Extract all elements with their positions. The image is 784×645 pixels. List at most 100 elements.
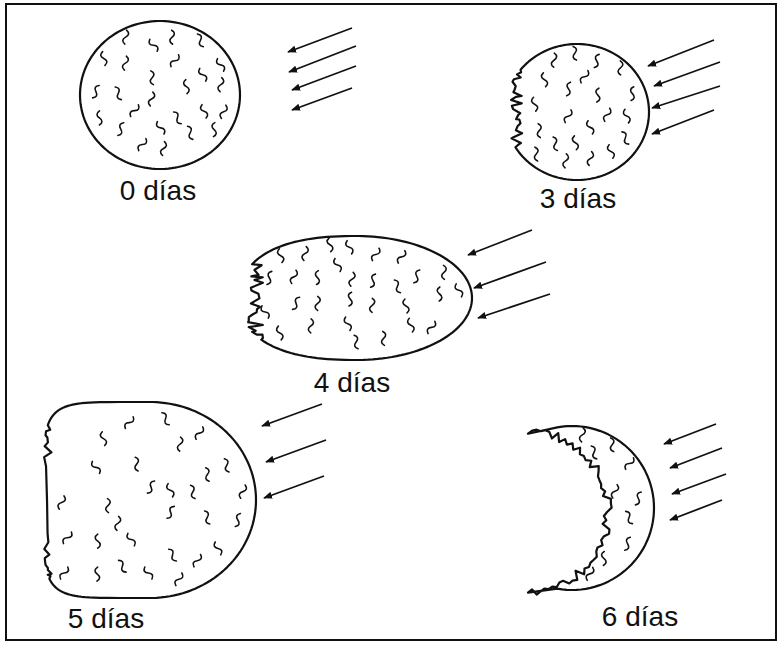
texture-squiggle <box>166 483 175 498</box>
texture-squiggle <box>437 287 443 301</box>
texture-squiggle <box>94 567 100 581</box>
texture-squiggle <box>571 46 579 61</box>
texture-squiggle <box>347 292 354 307</box>
texture-squiggle <box>610 484 619 499</box>
texture-squiggle <box>594 88 601 103</box>
texture-squiggle <box>116 559 128 573</box>
texture-squiggle <box>192 553 203 568</box>
texture-squiggle <box>160 141 167 156</box>
texture-squiggle <box>368 273 377 288</box>
light-arrow <box>664 424 716 444</box>
texture-squiggle <box>345 240 354 255</box>
texture-squiggle <box>126 532 137 547</box>
texture-squiggle <box>586 120 595 135</box>
texture-squiggle <box>233 513 243 528</box>
texture-squiggle <box>454 283 464 298</box>
texture-squiggle <box>61 531 73 545</box>
time-label: 3 días <box>540 184 616 215</box>
texture-squiggle <box>188 485 197 500</box>
texture-squiggle <box>587 151 594 166</box>
texture-squiggle <box>218 77 225 91</box>
texture-squiggle <box>172 111 184 125</box>
texture-squiggle <box>551 53 557 67</box>
texture-squiggle <box>601 551 607 565</box>
texture-squiggle <box>289 269 298 284</box>
texture-squiggle <box>585 566 595 581</box>
texture-squiggle <box>629 86 637 101</box>
texture-squiggle <box>620 131 631 146</box>
texture-squiggle <box>198 67 208 82</box>
texture-squiggle <box>185 125 195 140</box>
texture-squiggle <box>183 79 189 93</box>
texture-squiggle <box>402 299 409 314</box>
texture-squiggle <box>441 265 447 279</box>
texture-squiggle <box>396 250 407 265</box>
texture-squiggle <box>618 61 623 75</box>
texture-squiggle <box>333 258 343 273</box>
texture-squiggle <box>541 72 548 87</box>
texture-squiggle <box>129 103 141 117</box>
light-arrow <box>654 62 720 86</box>
texture-squiggle <box>276 326 284 341</box>
texture-squiggle <box>148 38 160 53</box>
light-arrow <box>474 262 546 288</box>
light-arrow <box>672 474 726 494</box>
texture-squiggle <box>133 457 141 472</box>
texture-squiggle <box>352 335 361 350</box>
eroding-body <box>80 21 240 169</box>
texture-squiggle <box>213 541 223 556</box>
texture-squiggle <box>589 445 599 460</box>
texture-squiggle <box>215 57 226 72</box>
texture-squiggle <box>200 104 209 119</box>
texture-squiggle <box>143 566 154 581</box>
light-arrow <box>648 40 714 66</box>
light-arrow <box>478 294 550 318</box>
texture-squiggle <box>145 480 156 495</box>
light-arrow <box>292 88 352 110</box>
light-arrow <box>264 476 324 498</box>
eroding-body <box>248 236 472 360</box>
eroding-body <box>528 426 654 595</box>
light-arrow <box>289 46 356 72</box>
time-label: 5 días <box>68 604 144 635</box>
texture-squiggle <box>563 154 569 168</box>
texture-squiggle <box>58 566 69 581</box>
light-arrow <box>288 28 352 52</box>
texture-squiggle <box>348 272 355 287</box>
texture-squiggle <box>623 510 634 525</box>
texture-squiggle <box>327 238 333 252</box>
texture-squiggle <box>623 109 631 124</box>
light-arrow <box>468 230 532 255</box>
texture-squiggle <box>165 505 177 520</box>
texture-squiggle <box>148 70 156 85</box>
texture-squiggle <box>113 86 124 101</box>
texture-squiggle <box>211 122 217 136</box>
time-label: 6 días <box>602 602 678 633</box>
eroding-body <box>511 44 649 180</box>
texture-squiggle <box>222 458 231 473</box>
texture-squiggle <box>607 144 616 159</box>
texture-squiggle <box>219 104 228 119</box>
texture-squiggle <box>412 269 422 284</box>
texture-squiggle <box>551 136 560 151</box>
texture-squiggle <box>380 331 387 345</box>
texture-squiggle <box>370 298 375 312</box>
bodies <box>44 21 654 598</box>
texture-squiggle <box>105 498 111 512</box>
texture-squiggle <box>169 53 181 68</box>
texture-squiggle <box>314 270 321 285</box>
texture-squiggle <box>177 437 183 451</box>
texture-squiggle <box>194 426 205 441</box>
texture-squiggle <box>203 467 211 482</box>
texture-squiggle <box>100 431 107 446</box>
texture-squiggle <box>167 548 179 562</box>
texture-squiggle <box>563 109 573 124</box>
light-arrow <box>670 500 722 520</box>
texture-squiggle <box>174 572 184 587</box>
texture-squiggle <box>202 510 212 525</box>
texture-squiggle <box>370 247 381 262</box>
texture-squiggle <box>238 484 247 499</box>
texture-squiggle <box>122 30 129 45</box>
